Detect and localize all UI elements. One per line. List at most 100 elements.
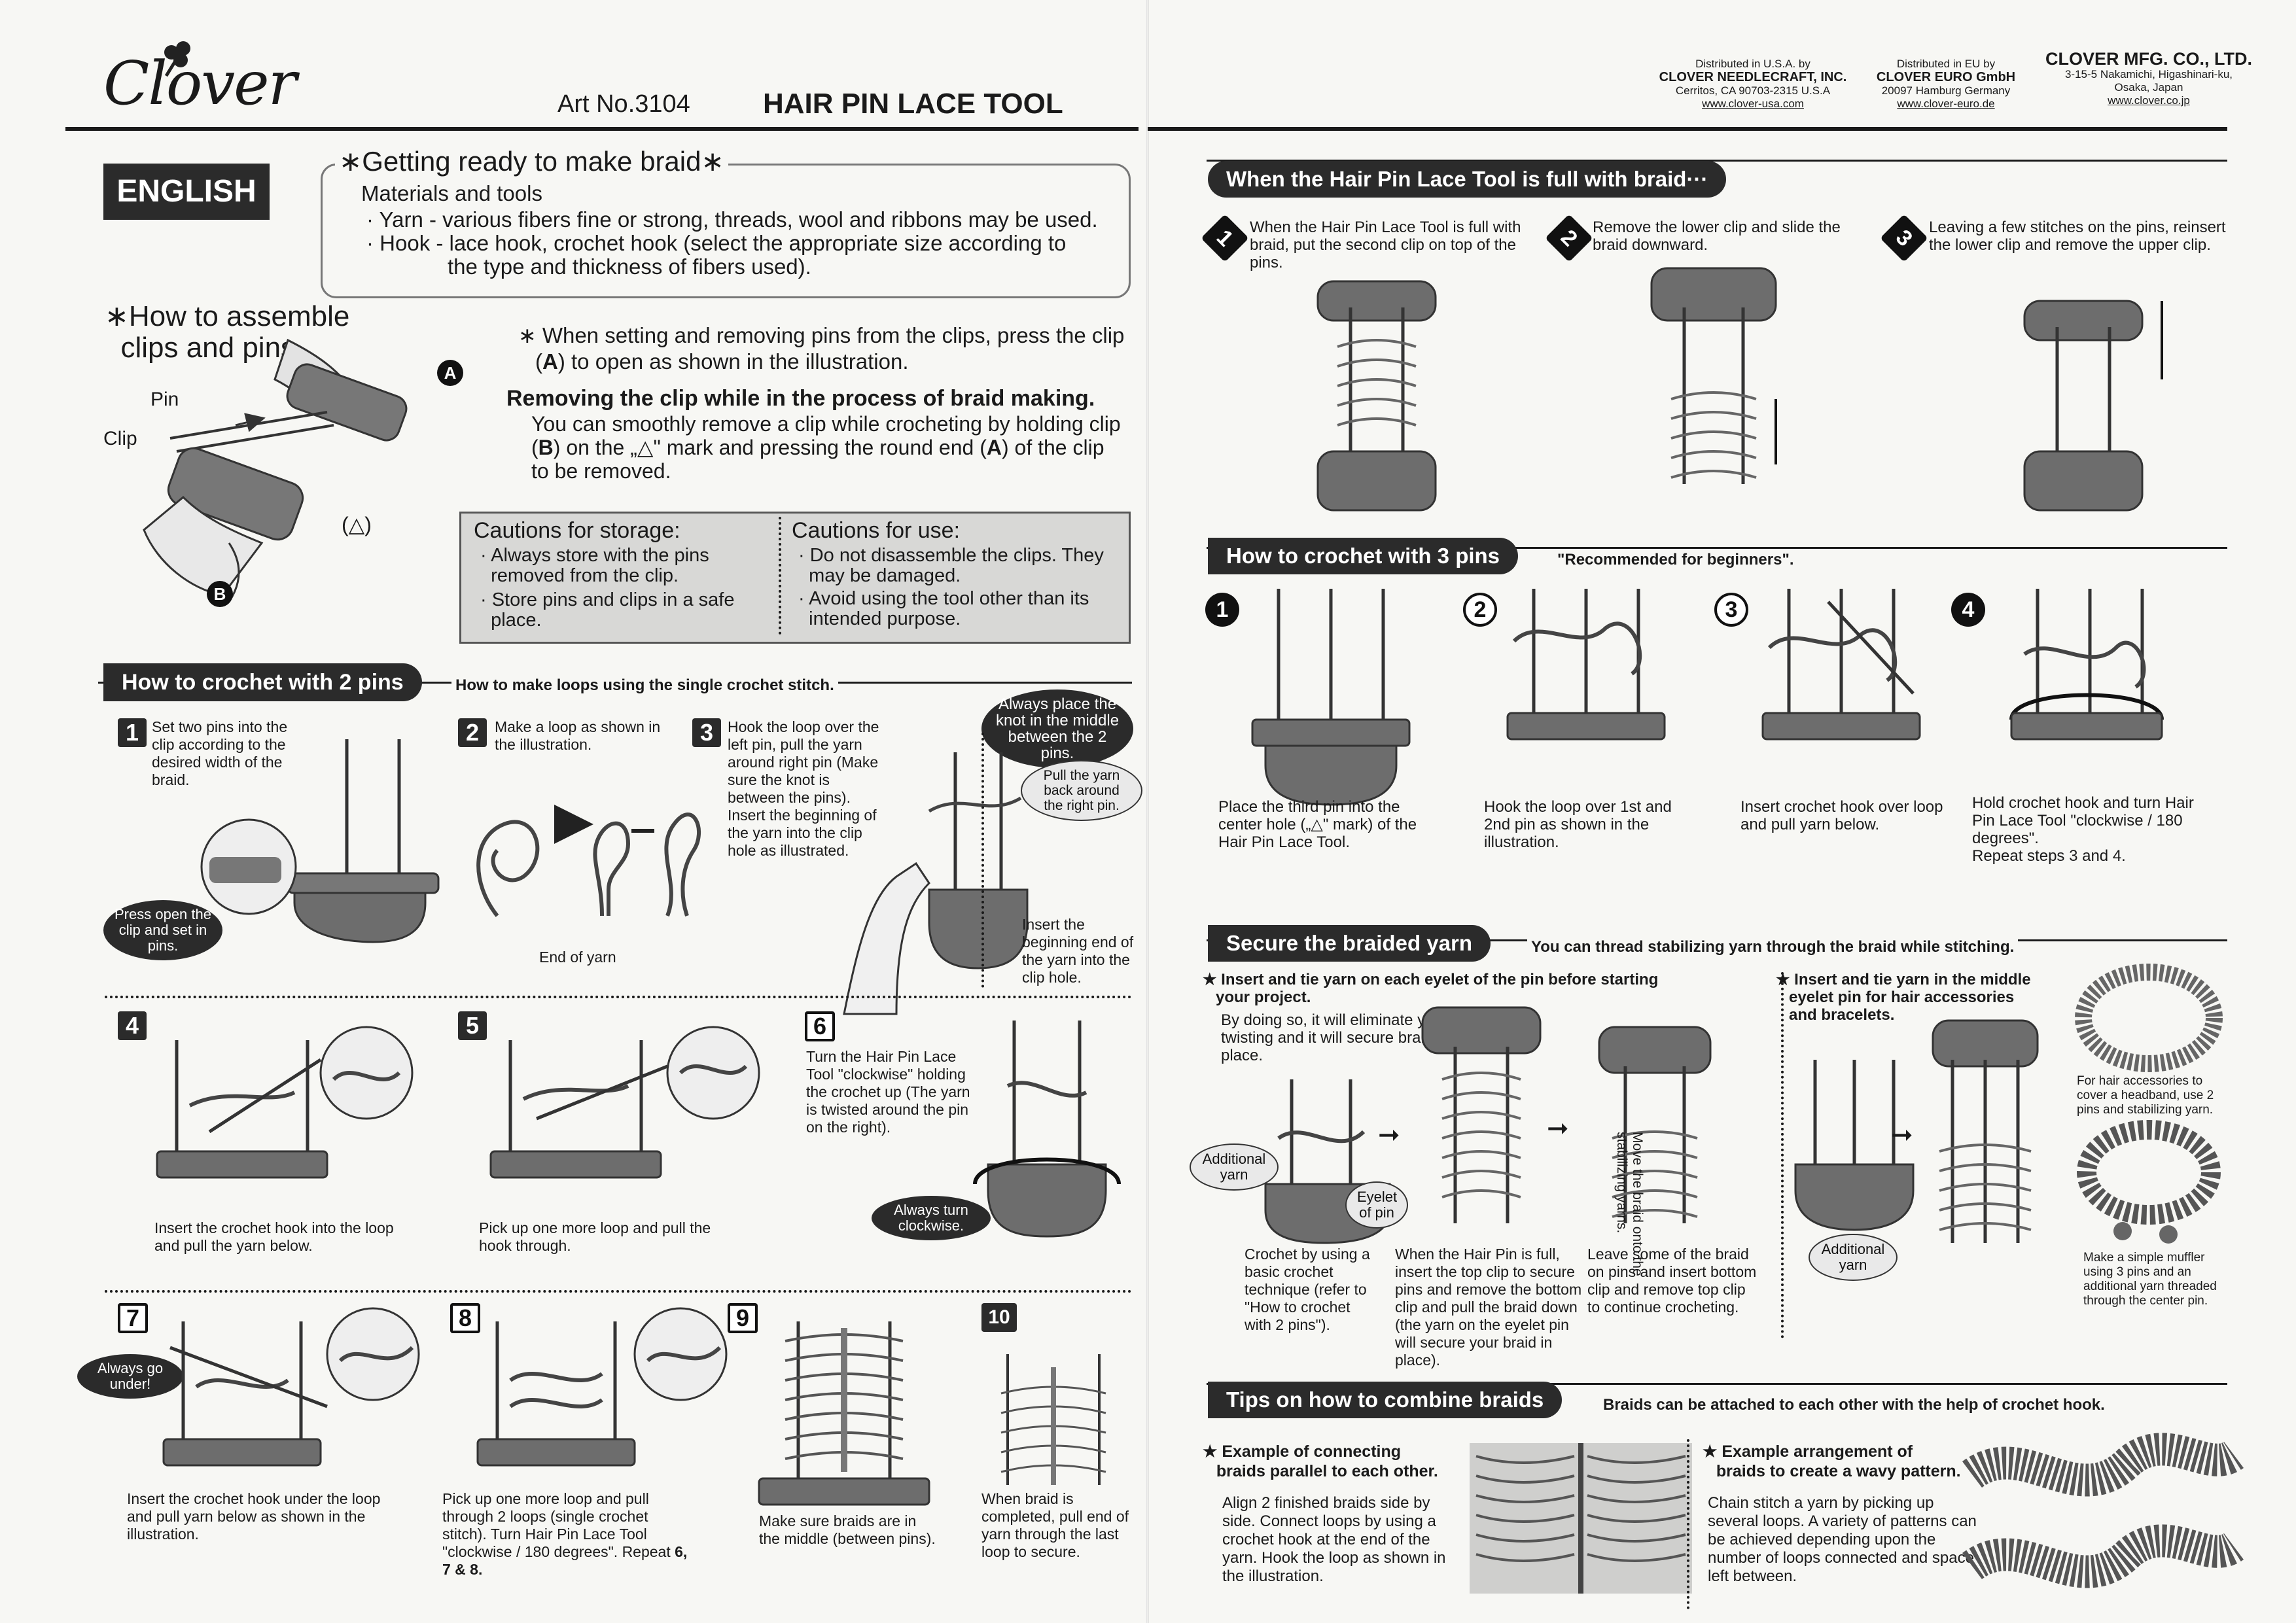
yarn-text: · Yarn - various fibers fine or strong, … xyxy=(366,207,1098,232)
getting-ready-title-text: Getting ready to make braid xyxy=(362,146,701,177)
contact-us-name: CLOVER NEEDLECRAFT, INC. xyxy=(1659,70,1847,84)
tips-right-desc: Chain stitch a yarn by picking up severa… xyxy=(1708,1494,1977,1585)
three-step-4-number: 4 xyxy=(1951,593,1985,627)
press-open-bubble: Press open the clip and set in pins. xyxy=(103,900,222,960)
secure-left-desc: By doing so, it will eliminate yarn twis… xyxy=(1221,1011,1450,1064)
contact-jp-web[interactable]: www.clover.co.jp xyxy=(2108,94,2190,107)
header-rule xyxy=(65,127,1139,131)
contact-eu-web[interactable]: www.clover-euro.de xyxy=(1897,97,1995,110)
marker-b-inline: B xyxy=(538,436,554,459)
use-2: · Avoid using the tool other than its in… xyxy=(798,589,1089,629)
use-2a: · Avoid using the tool other than its xyxy=(798,588,1089,609)
secure-right-title: ★ Insert and tie yarn in the middle eyel… xyxy=(1776,971,2031,1024)
tips-right-title: ★ Example arrangement of braids to creat… xyxy=(1703,1442,1961,1481)
secure-caption-3: Leave some of the braid on pins and inse… xyxy=(1587,1246,1757,1316)
full-rule xyxy=(1207,160,2227,162)
pull-back-bubble: Pull the yarn back around the right pin. xyxy=(1021,760,1142,821)
clip-label: Clip xyxy=(103,428,137,449)
three-step-2-text: Hook the loop over 1st and 2nd pin as sh… xyxy=(1484,798,1672,851)
tips-banner: Tips on how to combine braids xyxy=(1208,1382,1563,1418)
page-fold xyxy=(1146,0,1149,1623)
step-7-illustration xyxy=(162,1307,420,1467)
additional-yarn-bubble-2: Additional yarn xyxy=(1809,1234,1898,1281)
assemble-title-2: clips and pins xyxy=(120,332,296,364)
tips-rule xyxy=(1207,1383,2227,1385)
step-1-text: Set two pins into the clip according to … xyxy=(152,718,288,788)
accessory-note-1: For hair accessories to cover a headband… xyxy=(2077,1074,2214,1117)
step-8-text: Pick up one more loop and pull through 2… xyxy=(442,1490,691,1579)
getting-ready-title: ∗Getting ready to make braid∗ xyxy=(335,145,728,177)
step-10-illustration xyxy=(1000,1354,1106,1485)
step-3-divider xyxy=(981,733,984,988)
secure-right-illustration-1 xyxy=(1794,1060,1915,1231)
step-8-text-span: Pick up one more loop and pull through 2… xyxy=(442,1490,671,1560)
tips-left-title: ★ Example of connecting braids parallel … xyxy=(1203,1442,1438,1481)
turn-clockwise-bubble: Always turn clockwise. xyxy=(872,1196,991,1240)
secure-left-title: ★ Insert and tie yarn on each eyelet of … xyxy=(1203,971,1658,1006)
step-8-illustration xyxy=(476,1307,728,1467)
full-step-3-text: Leaving a few stitches on the pins, rein… xyxy=(1929,218,2226,254)
three-pins-rule xyxy=(1207,547,2227,549)
contact-eu-name: CLOVER EURO GmbH xyxy=(1876,70,2016,84)
full-step-3-number: 3 xyxy=(1880,214,1928,262)
storage-1b: removed from the clip. xyxy=(491,565,679,586)
secure-right-title-2: eyelet pin for hair accessories xyxy=(1789,988,2015,1006)
tips-right-title-1: ★ Example arrangement of xyxy=(1703,1442,1913,1461)
storage-2a: · Store pins and clips in a safe xyxy=(480,589,735,610)
arrow-icon-1: ➞ xyxy=(1378,1121,1400,1149)
left-page: Clover Art No.3104 HAIR PIN LACE TOOL EN… xyxy=(65,41,1142,1579)
step-1-number: 1 xyxy=(118,718,147,747)
right-page: Distributed in U.S.A. by CLOVER NEEDLECR… xyxy=(1148,0,2296,1623)
three-step-2-illustration xyxy=(1506,589,1666,741)
header-rule-right xyxy=(1148,127,2227,131)
contact-us-web[interactable]: www.clover-usa.com xyxy=(1702,97,1804,110)
setting-text-2-span: to open as shown in the illustration. xyxy=(571,349,909,374)
wavy-braid-illustration xyxy=(1962,1433,2244,1588)
secure-divider xyxy=(1781,972,1784,1338)
marker-b-icon: B xyxy=(207,581,233,607)
hook-text-2: the type and thickness of fibers used). xyxy=(448,254,811,279)
full-step-2-text: Remove the lower clip and slide the brai… xyxy=(1593,218,1841,254)
art-number: Art No.3104 xyxy=(557,90,690,118)
step-6-illustration xyxy=(973,1021,1121,1238)
assemble-illustration xyxy=(143,338,408,602)
removing-text-2: (B) on the „△" mark and pressing the rou… xyxy=(531,436,1104,459)
arrow-icon-2: ➞ xyxy=(1547,1114,1569,1143)
use-1b: may be damaged. xyxy=(809,565,961,586)
three-step-1-text: Place the third pin into the center hole… xyxy=(1218,798,1417,851)
contact-jp-addr2: Osaka, Japan xyxy=(2114,81,2183,94)
three-step-1-illustration xyxy=(1251,589,1411,806)
tips-right-title-2: braids to create a wavy pattern. xyxy=(1716,1462,1961,1480)
three-step-4-repeat: Repeat steps 3 and 4. xyxy=(1972,847,2126,865)
contact-us-addr: Cerritos, CA 90703-2315 U.S.A xyxy=(1675,84,1831,97)
step-2-text: Make a loop as shown in the illustration… xyxy=(495,718,661,753)
step-7-text: Insert the crochet hook under the loop a… xyxy=(127,1490,381,1543)
step-4-illustration xyxy=(156,1026,414,1179)
secure-right-title-1: ★ Insert and tie yarn in the middle xyxy=(1776,971,2031,988)
step-4-text: Insert the crochet hook into the loop an… xyxy=(154,1219,394,1254)
storage-1: · Always store with the pins removed fro… xyxy=(480,546,709,586)
step-9-number: 9 xyxy=(728,1303,758,1333)
step-9-illustration xyxy=(758,1321,930,1506)
step-3-text: Hook the loop over the left pin, pull th… xyxy=(728,718,879,859)
use-title: Cautions for use: xyxy=(792,518,961,543)
divider-row-1 xyxy=(105,996,1132,998)
brand-logo: Clover xyxy=(103,48,297,118)
materials-heading: Materials and tools xyxy=(361,181,542,205)
secure-right-illustration-2 xyxy=(1932,1019,2039,1243)
insert-note: Insert the beginning end of the yarn int… xyxy=(1022,916,1134,986)
contact-jp-name: CLOVER MFG. CO., LTD. xyxy=(2045,49,2252,69)
step-5-number: 5 xyxy=(458,1011,487,1040)
removing-text-4: to be removed. xyxy=(531,459,671,483)
secure-caption-2: When the Hair Pin is full, insert the to… xyxy=(1395,1246,1582,1369)
arrow-icon-3: ➞ xyxy=(1891,1121,1913,1149)
secure-caption-1: Crochet by using a basic crochet techniq… xyxy=(1245,1246,1370,1333)
step-7-number: 7 xyxy=(118,1303,148,1333)
end-of-yarn-label: End of yarn xyxy=(539,949,616,966)
step-1-illustration xyxy=(287,739,440,943)
step-4-number: 4 xyxy=(118,1011,147,1040)
setting-text-1-span: When setting and removing pins from the … xyxy=(542,323,1125,347)
tips-left-title-1: ★ Example of connecting xyxy=(1203,1442,1402,1461)
clover-leaf-logo-icon xyxy=(164,41,190,77)
assemble-title-1: How to assemble xyxy=(128,300,350,332)
